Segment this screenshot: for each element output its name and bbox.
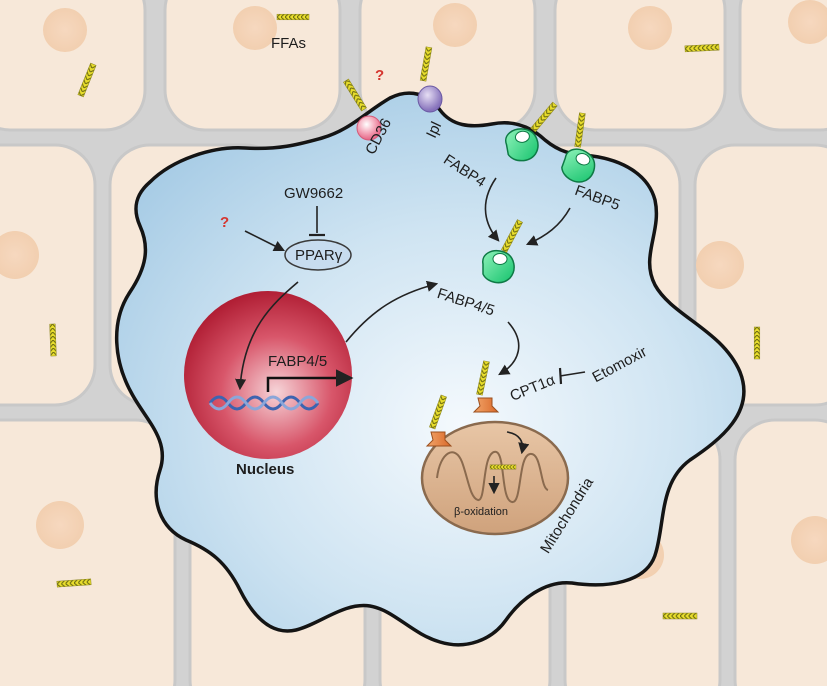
beta-oxidation-label: β-oxidation	[454, 506, 509, 518]
ipl-receptor-icon	[417, 85, 443, 113]
macrophage-cell-membrane	[114, 91, 746, 647]
cd36-receptor-icon	[356, 115, 382, 141]
fatty-acid-icon	[662, 612, 698, 620]
fabp45-gene-label: FABP4/5	[268, 353, 328, 370]
etomoxir-inhibition-bar	[558, 367, 563, 385]
gene-transcription-arrow	[266, 369, 354, 392]
mitochondrion	[420, 420, 570, 536]
ppar-question-mark: ?	[220, 214, 230, 231]
etomoxir-inhibition-line	[559, 371, 586, 377]
cpt1a-protein-icon	[425, 431, 453, 447]
fatty-acid-icon	[49, 323, 57, 357]
fatty-acid-icon	[276, 13, 310, 21]
fabp5-to-fabp45-arrow	[525, 207, 571, 246]
mito-import-arrow	[506, 431, 530, 455]
unknown-activation-arrow	[244, 230, 286, 252]
ppar-gamma-label: PPARγ	[295, 247, 343, 264]
ppar-to-dna-arrow	[235, 281, 299, 391]
fatty-acid-icon	[753, 326, 761, 360]
fatty-acid-icon	[489, 464, 517, 470]
gw9662-label: GW9662	[284, 185, 344, 202]
membrane-receptors	[343, 46, 600, 284]
fabp4-to-fabp45-arrow	[484, 177, 500, 242]
cd36-question-mark: ?	[375, 67, 385, 84]
fabp45-to-cpt1a-arrow	[498, 321, 520, 376]
fabp45-protein-icon	[482, 249, 515, 284]
cpt1a-protein-icon	[472, 397, 500, 413]
nucleus-label: Nucleus	[236, 461, 295, 478]
ffas-label: FFAs	[271, 35, 307, 52]
adipocyte-row-top	[0, 0, 827, 132]
dna-helix-icon	[208, 395, 320, 411]
nucleus	[184, 291, 352, 459]
gene-to-protein-arrow	[345, 280, 439, 343]
pathway-arrows	[235, 177, 586, 495]
cpt1a-transporters	[425, 360, 517, 470]
ppar-gamma-receptor	[284, 239, 352, 271]
